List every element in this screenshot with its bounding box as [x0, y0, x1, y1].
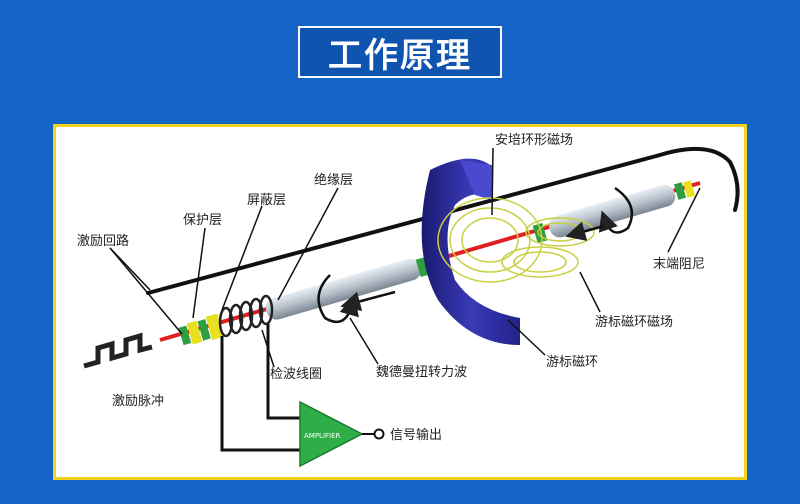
label-signal-output: 信号输出	[390, 427, 442, 443]
coil-lead-2	[266, 324, 300, 420]
label-circular-field: 安培环形磁场	[495, 132, 573, 148]
label-pickup-coil: 检波线圈	[270, 367, 322, 382]
label-excitation-pulse: 激励脉冲	[112, 394, 164, 409]
output-terminal	[373, 428, 385, 440]
rotation-arrow-icon	[317, 186, 634, 324]
left-arrow-icon	[340, 221, 605, 312]
label-magnet-ring: 游标磁环	[546, 355, 598, 370]
magnet-ring	[421, 158, 520, 345]
label-shield: 屏蔽层	[247, 193, 286, 208]
excitation-loop-cable	[146, 146, 740, 295]
label-magnet-field: 游标磁环磁场	[595, 315, 673, 330]
title-box: 工作原理	[298, 26, 502, 78]
diagram-panel	[53, 124, 747, 480]
excitation-pulse-waveform	[83, 332, 153, 369]
amplifier-triangle-icon	[299, 400, 364, 468]
leader-lines	[109, 147, 701, 368]
protection-bands	[178, 313, 224, 346]
magnet-field-loops	[437, 197, 595, 283]
label-excitation-loop: 激励回路	[77, 233, 129, 249]
label-insulation: 绝缘层	[314, 172, 353, 188]
amplifier-label: AMPLIFIER	[304, 432, 341, 440]
label-end-damper: 末端阻尼	[653, 257, 705, 272]
label-protection: 保护层	[183, 213, 222, 228]
magnet-ring-top	[460, 160, 492, 200]
pickup-coil	[218, 294, 274, 338]
coil-lead-1	[220, 336, 300, 452]
page-title: 工作原理	[328, 35, 472, 76]
label-torsion-wave: 魏德曼扭转力波	[376, 365, 467, 380]
